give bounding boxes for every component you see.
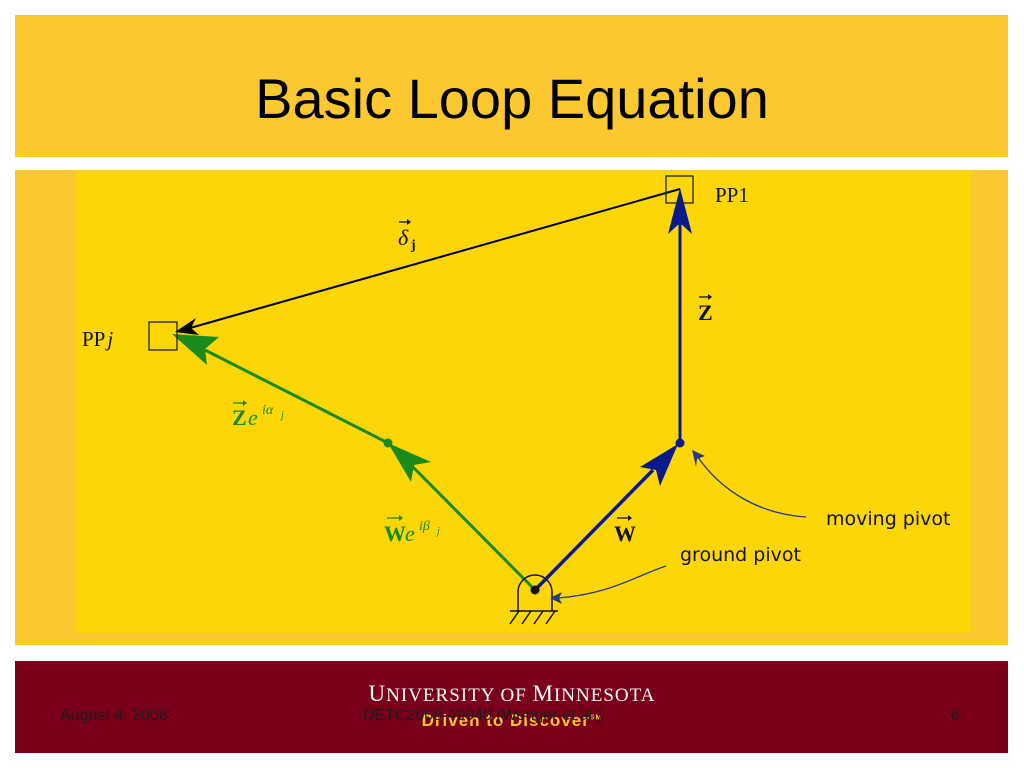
- svg-text:δ: δ: [398, 225, 409, 250]
- z-rotated-vector: [172, 334, 389, 445]
- pp1-box: [665, 175, 694, 204]
- w-rotated-vector: [388, 443, 537, 592]
- svg-text:Z: Z: [232, 405, 247, 430]
- diagram-panel: [76, 171, 971, 633]
- title-band: [15, 15, 1008, 157]
- ground-pivot-leader-head: [550, 592, 562, 604]
- university-name: UNIVERSITY OF MINNESOTA: [368, 681, 656, 706]
- moving-pivot-dot: [675, 438, 685, 448]
- university-tagline: Driven to DiscoverSM: [421, 711, 603, 730]
- svg-text:e: e: [248, 405, 258, 430]
- delta-label: δ j: [398, 219, 416, 253]
- z-label: Z: [698, 294, 713, 325]
- moving-pivot-leader: [696, 455, 807, 518]
- footer-reference: DETC2008-49940 (Wenger et al.): [363, 707, 602, 724]
- svg-text:iα: iα: [262, 403, 274, 418]
- moving-pivot-leader-head: [692, 450, 705, 467]
- svg-text:e: e: [405, 521, 415, 546]
- svg-text:W: W: [614, 521, 636, 546]
- svg-text:iβ: iβ: [419, 519, 430, 534]
- footer-date: August 4, 2008: [60, 707, 168, 724]
- ground-pivot-symbol: [509, 574, 558, 625]
- ground-pivot-leader: [557, 565, 667, 599]
- w-rotated-label: W e iβ j: [384, 515, 440, 546]
- z-rotated-label: Z e iα j: [232, 400, 284, 430]
- svg-text:j: j: [410, 238, 416, 253]
- z-vector: [668, 188, 692, 443]
- svg-text:W: W: [384, 521, 406, 546]
- slide-number: 6: [951, 707, 960, 724]
- ppj-box: [148, 321, 178, 351]
- svg-text:j: j: [435, 526, 440, 537]
- delta-vector: [175, 188, 681, 335]
- footer-band: [15, 661, 1008, 753]
- ground-pivot-label: ground pivot: [680, 544, 801, 566]
- w-vector: [533, 444, 678, 592]
- ground-pivot-dot: [530, 585, 540, 595]
- ppj-label: PPj: [82, 327, 113, 351]
- pp1-label: PP1: [715, 183, 749, 207]
- svg-text:j: j: [279, 410, 284, 421]
- w-label: W: [614, 515, 636, 546]
- slide-title: Basic Loop Equation: [255, 67, 769, 130]
- svg-text:Z: Z: [698, 300, 713, 325]
- moving-pivot-label: moving pivot: [826, 508, 950, 530]
- green-pivot-dot: [383, 438, 393, 448]
